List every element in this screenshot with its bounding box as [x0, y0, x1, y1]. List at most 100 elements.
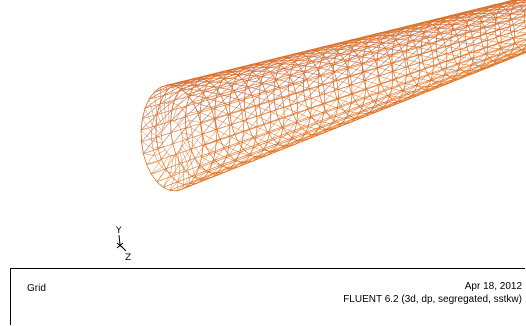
mesh-edge: [247, 86, 266, 92]
mesh-edge: [440, 15, 459, 24]
mesh-edge: [275, 145, 284, 153]
mesh-edge: [309, 53, 325, 58]
mesh-edge: [359, 107, 374, 114]
mesh-edge: [450, 40, 466, 46]
mesh-edge: [459, 68, 465, 72]
mesh-edge: [236, 66, 256, 77]
mesh-edge: [202, 145, 216, 153]
mesh-edge: [173, 88, 181, 104]
mesh-edge: [396, 29, 401, 36]
cylinder-mesh-display[interactable]: [0, 0, 526, 265]
mesh-edge: [240, 156, 256, 163]
mesh-edge: [521, 47, 526, 50]
mesh-edge: [214, 147, 225, 161]
mesh-edge: [159, 99, 175, 105]
mesh-edge: [380, 78, 396, 84]
mesh-edge: [413, 85, 418, 93]
axis-triad: Y Z: [115, 226, 131, 263]
mesh-edge: [380, 83, 385, 91]
mesh-edge: [347, 60, 349, 69]
mesh-edge: [157, 132, 172, 149]
mesh-edge: [248, 128, 254, 138]
mesh-edge: [187, 157, 191, 165]
mesh-edge: [296, 117, 311, 124]
mesh-edge: [402, 79, 414, 91]
mesh-edge: [514, 52, 526, 58]
mesh-edge: [178, 120, 190, 127]
mesh-edge: [187, 90, 202, 95]
mesh-edge: [142, 108, 146, 119]
mesh-edge: [422, 49, 437, 62]
mesh-edge: [251, 66, 257, 73]
mesh-edge: [175, 154, 177, 174]
mesh-edge: [245, 80, 249, 90]
mesh-edge: [257, 131, 268, 145]
mesh-edge: [363, 80, 367, 89]
mesh-edge: [521, 51, 526, 54]
mesh-edge: [321, 103, 327, 112]
mesh-edge: [200, 122, 203, 135]
mesh-edge: [278, 118, 283, 127]
graphics-viewport[interactable]: Y Z: [0, 0, 526, 265]
mesh-edge: [439, 63, 443, 70]
mesh-edge: [278, 63, 285, 69]
mesh-edge: [180, 88, 188, 95]
mesh-edge: [191, 175, 199, 180]
mesh-edge: [318, 60, 322, 69]
mesh-edge: [304, 100, 309, 110]
mesh-edge: [275, 109, 279, 120]
mesh-edge: [365, 88, 370, 96]
mesh-edge: [169, 184, 185, 191]
mesh-edge: [325, 121, 336, 130]
mesh-edge: [209, 71, 231, 75]
mesh-edge: [142, 118, 152, 133]
mesh-edge: [512, 37, 516, 44]
mesh-edge: [377, 47, 393, 53]
mesh-edge: [319, 95, 323, 104]
mesh-edge: [199, 97, 217, 113]
mesh-edge: [151, 118, 155, 126]
mesh-edge: [251, 91, 266, 96]
mesh-edge: [432, 24, 437, 29]
mesh-edge: [200, 108, 216, 124]
mesh-edge: [304, 128, 319, 135]
mesh-edge: [501, 37, 515, 43]
mesh-edge: [161, 127, 164, 132]
mesh-edge: [234, 154, 250, 161]
mesh-edge: [315, 110, 327, 123]
mesh-edge: [427, 80, 432, 87]
mesh-edge: [496, 8, 500, 14]
mesh-edge: [514, 33, 526, 44]
mesh-edge: [480, 18, 496, 24]
mesh-edge: [350, 46, 354, 53]
mesh-edge: [336, 85, 350, 99]
mesh-edge: [309, 88, 312, 99]
mesh-edge: [430, 80, 442, 82]
mesh-edge: [214, 154, 230, 161]
mesh-edge: [311, 126, 321, 135]
mesh-edge: [214, 82, 229, 88]
mesh-edge: [483, 48, 487, 54]
mesh-edge: [263, 143, 278, 150]
mesh-edge: [324, 48, 329, 55]
mesh-edge: [423, 27, 427, 34]
mesh-edge: [299, 48, 319, 56]
mesh-edge: [200, 118, 216, 124]
mesh-edge: [172, 143, 177, 155]
mesh-edge: [334, 90, 338, 99]
mesh-edge: [344, 111, 350, 117]
mesh-edge: [223, 147, 230, 156]
mesh-edge: [292, 100, 306, 115]
mesh-edge: [387, 101, 398, 108]
mesh-edge: [347, 64, 363, 78]
mesh-edge: [233, 162, 242, 169]
mesh-edge: [188, 83, 208, 97]
mesh-edge: [338, 44, 343, 51]
mesh-edge: [340, 115, 350, 124]
mesh-edge: [318, 81, 334, 87]
mesh-edge: [443, 34, 458, 40]
mesh-edge: [320, 52, 327, 58]
mesh-edge: [166, 170, 171, 174]
mesh-edge: [192, 101, 212, 108]
mesh-edge: [319, 90, 335, 96]
